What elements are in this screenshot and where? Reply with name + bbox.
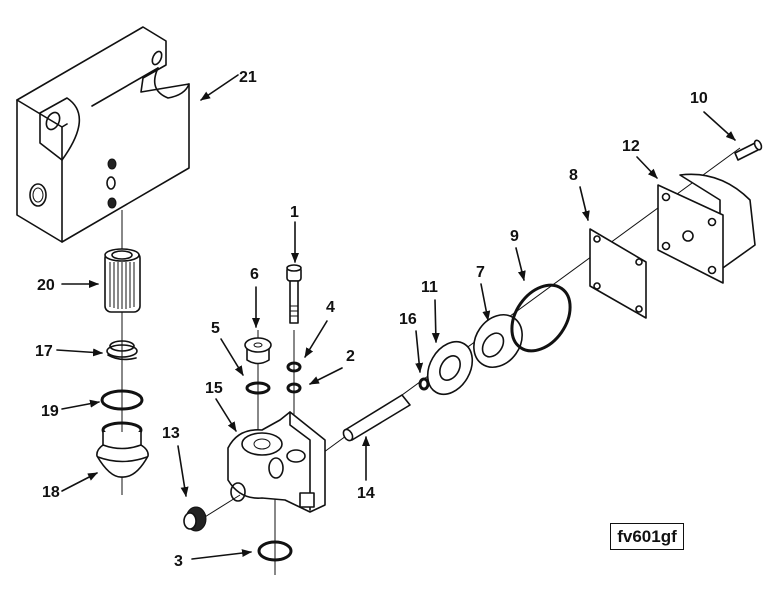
part-6-plug: [244, 337, 272, 365]
arrow-12: [636, 156, 658, 179]
part-15-housing: [227, 411, 326, 513]
arrow-10: [703, 111, 736, 141]
part-17-spring: [106, 340, 138, 361]
callout-4: 4: [326, 299, 335, 316]
callout-19: 19: [41, 403, 59, 420]
part-2-o-ring: [286, 382, 302, 394]
arrow-4: [304, 320, 328, 358]
part-21-manifold-block: [16, 26, 190, 243]
arrow-7: [480, 283, 491, 321]
callout-1: 1: [290, 204, 299, 221]
arrow-19: [61, 399, 100, 410]
callout-11: 11: [421, 279, 438, 296]
arrow-18: [61, 472, 98, 492]
arrow-11: [431, 299, 440, 343]
callout-7: 7: [476, 264, 485, 281]
arrow-8: [579, 186, 590, 221]
callout-20: 20: [37, 277, 55, 294]
callout-14: 14: [357, 485, 375, 502]
arrow-5: [220, 338, 244, 376]
callout-6: 6: [250, 266, 259, 283]
arrow-16: [415, 330, 424, 373]
callout-arrows: [56, 74, 736, 560]
part-9-o-ring: [510, 283, 572, 353]
callout-2: 2: [346, 348, 355, 365]
arrow-15: [215, 398, 237, 432]
part-16-o-ring: [418, 377, 430, 391]
callout-3: 3: [174, 553, 183, 570]
part-18-filter-bowl: [96, 421, 149, 478]
part-14-shaft: [342, 394, 411, 442]
arrow-2: [309, 367, 343, 385]
part-11-flange: [426, 340, 474, 396]
figure-id-label: fv601gf: [610, 523, 684, 550]
callout-labels: 21 20 17 19 18 1 6 4 5 2 15 13 3 14 16 1…: [35, 69, 708, 570]
callout-10: 10: [690, 90, 708, 107]
part-8-gasket: [589, 228, 647, 319]
part-13-knurled-plug: [183, 506, 207, 532]
part-4-lock-washer: [286, 361, 302, 373]
callout-18: 18: [42, 484, 60, 501]
callout-8: 8: [569, 167, 578, 184]
figure-id-text: fv601gf: [617, 526, 677, 546]
arrow-21: [200, 74, 239, 101]
callout-17: 17: [35, 343, 53, 360]
callout-9: 9: [510, 228, 519, 245]
callout-12: 12: [622, 138, 640, 155]
arrow-13: [177, 445, 189, 497]
part-12-pump-cover: [657, 173, 756, 284]
part-10-screw: [734, 139, 763, 161]
part-7-washer: [473, 314, 523, 368]
part-5-o-ring: [245, 381, 271, 395]
callout-15: 15: [205, 380, 223, 397]
callout-16: 16: [399, 311, 417, 328]
arrow-9: [515, 247, 526, 281]
callout-5: 5: [211, 320, 220, 337]
part-1-bolt: [286, 264, 302, 324]
arrow-17: [56, 348, 103, 357]
part-19-o-ring: [100, 389, 144, 411]
callout-13: 13: [162, 425, 180, 442]
arrow-3: [191, 549, 252, 560]
callout-21: 21: [239, 69, 257, 86]
part-20-filter-element: [104, 248, 141, 313]
part-3-seal-ring: [257, 540, 293, 562]
